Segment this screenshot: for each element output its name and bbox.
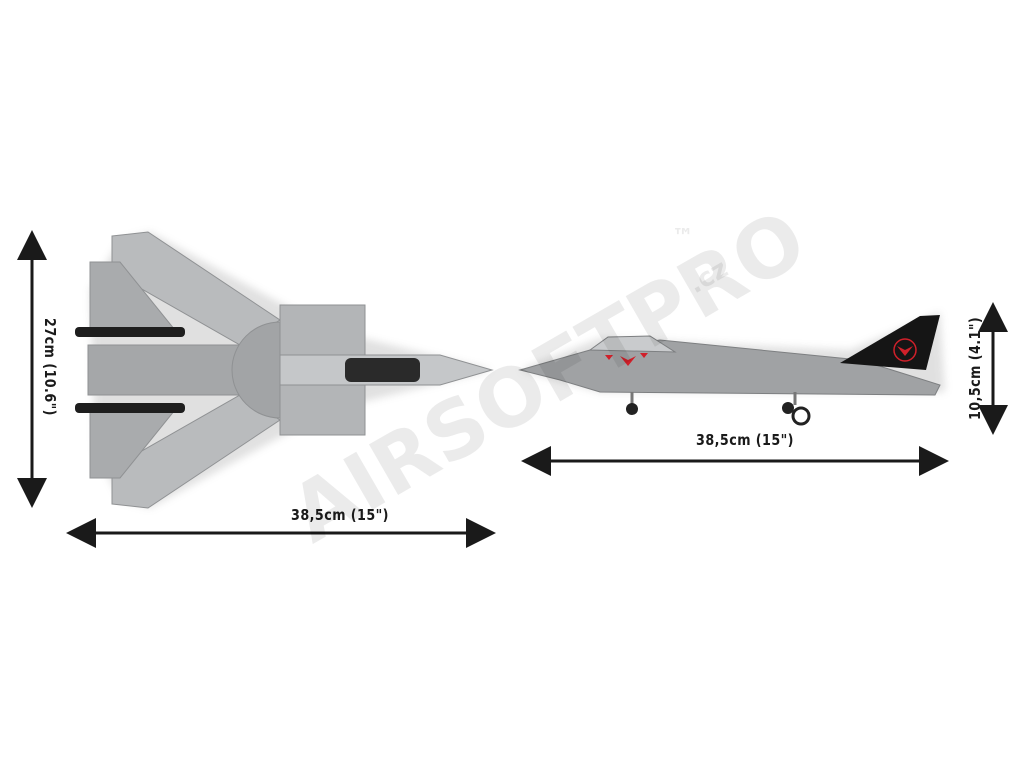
side-view-length-label: 38,5cm (15") [696, 431, 794, 449]
jet-top-view [75, 231, 494, 509]
top-view-length-label: 38,5cm (15") [291, 506, 389, 524]
jet-side-view [518, 312, 945, 426]
watermark-tm: ™ [672, 225, 694, 250]
side-view-height-label: 10,5cm (4.1") [966, 316, 984, 420]
top-view-height-label: 27cm (10.6") [41, 318, 59, 416]
